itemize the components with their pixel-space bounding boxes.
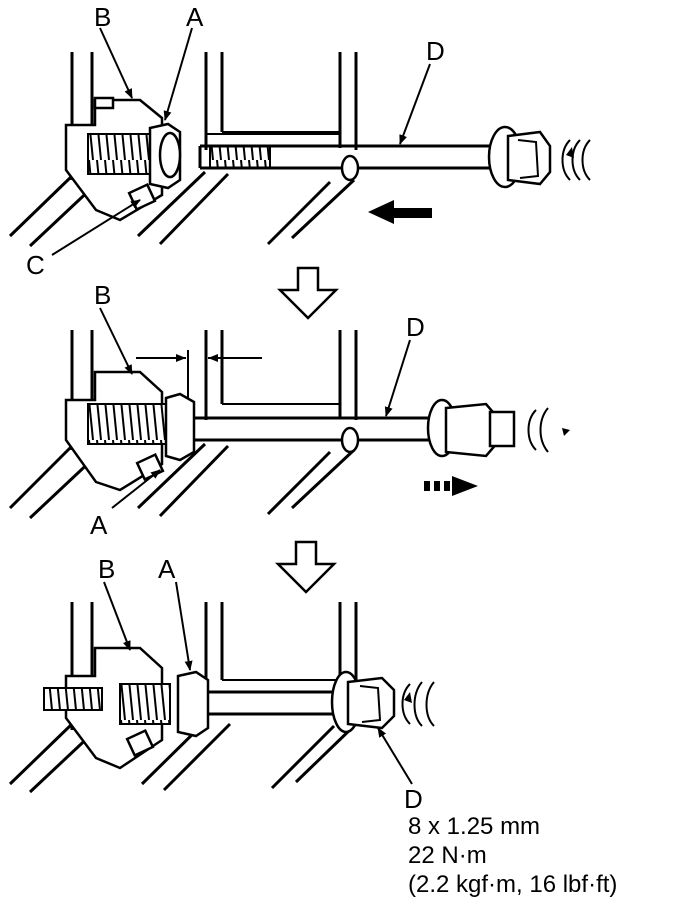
step-arrow-2 — [274, 540, 338, 594]
p2-label-b: B — [94, 280, 111, 310]
p2-label-a: A — [90, 510, 108, 540]
spec-bolt-size: 8 x 1.25 mm — [408, 813, 541, 840]
panel-2-tightening — [8, 330, 570, 520]
p3-label-d: D — [404, 784, 423, 814]
panel-1-initial — [8, 52, 591, 248]
p1-label-a: A — [186, 2, 204, 32]
p1-label-c: C — [26, 250, 45, 280]
p2-label-d: D — [406, 312, 425, 342]
torque-spec: 8 x 1.25 mm 22 N·m (2.2 kgf·m, 16 lbf·ft… — [408, 812, 617, 899]
p1-label-d: D — [426, 36, 445, 66]
p3-label-b: B — [98, 554, 115, 584]
spec-torque-nm: 22 N·m — [408, 842, 487, 869]
p3-label-a: A — [158, 554, 176, 584]
spec-torque-alt: (2.2 kgf·m, 16 lbf·ft) — [408, 871, 618, 898]
step-arrow-1 — [276, 266, 340, 320]
p1-label-b: B — [94, 2, 111, 32]
panel-3-final — [8, 602, 435, 794]
